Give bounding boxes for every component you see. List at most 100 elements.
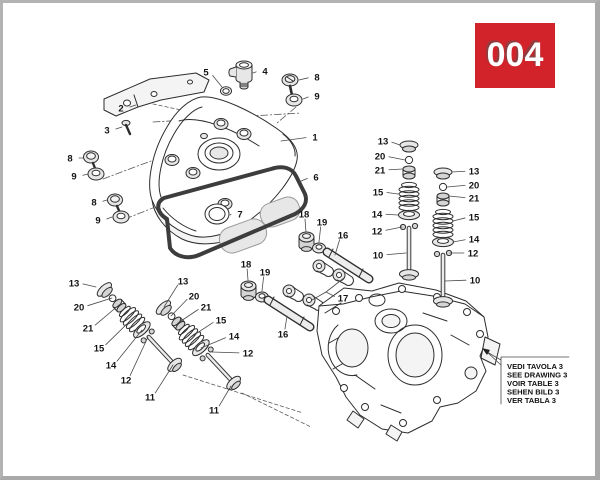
grommet-b [87,167,105,181]
leader-line-10 [444,279,467,282]
leader-line-15 [190,322,214,338]
callout-14: 14 [469,235,480,246]
note-line-1: VEDI TAVOLA 3 [507,362,563,371]
callout-14: 14 [372,210,383,221]
diagram-svg: VEDI TAVOLA 3 SEE DRAWING 3 VOIR TABLE 3… [67,60,570,442]
callout-15: 15 [94,344,105,355]
callout-3: 3 [104,126,109,137]
leader-line-21 [177,309,199,324]
leader-line-17 [325,291,335,297]
note-block: VEDI TAVOLA 3 SEE DRAWING 3 VOIR TABLE 3… [482,348,570,405]
cover-gasket [156,165,308,260]
leader-line-14 [116,329,143,362]
note-line-3: VOIR TABLE 3 [507,379,559,388]
cover-boss [164,118,252,210]
callout-20: 20 [375,152,386,163]
callout-15: 15 [469,213,480,224]
leader-line-15 [386,192,399,195]
leader-line-9 [106,216,113,220]
callout-15: 15 [373,188,384,199]
leader-line-7 [229,214,232,216]
leader-line-6 [298,178,308,183]
leader-line-16 [284,315,288,330]
rocker-shaft-a [322,247,374,284]
callout-8: 8 [314,73,319,84]
leader-line-15 [105,318,133,346]
callout-1: 1 [312,133,318,144]
leader-line-14 [200,337,226,349]
cover-bolt-c [107,193,123,215]
leader-line-12 [385,226,403,231]
leader-line-18 [304,218,307,233]
leader-line-20 [87,297,113,307]
callout-17: 17 [338,294,349,305]
valve-assembly-right-1 [399,141,420,280]
callout-18: 18 [299,210,310,221]
callout-10: 10 [470,276,481,287]
leader-line-19 [318,226,322,243]
leader-line-11 [154,364,174,394]
leader-line-12 [129,336,149,376]
leader-line-13 [451,170,466,173]
callout-12: 12 [243,349,254,360]
engine-case [316,282,501,442]
leader-line-13 [82,283,97,288]
leader-line-21 [388,168,404,171]
leader-line-9 [82,173,89,176]
valve-assembly-right-2 [433,168,454,307]
callout-19: 19 [260,268,271,279]
callout-13: 13 [378,137,389,148]
leader-line-21 [448,195,466,199]
leader-line-16 [334,239,341,256]
callout-21: 21 [469,194,480,205]
leader-line-5 [212,75,223,88]
callout-19: 19 [317,218,328,229]
valve-assembly-left-2 [153,297,245,394]
leader-line-11 [218,385,232,407]
o-ring [220,86,232,96]
callout-12: 12 [121,376,132,387]
callout-16: 16 [278,330,289,341]
callout-6: 6 [313,173,318,184]
callout-12: 12 [468,249,479,260]
table-number-badge: 004 [475,23,555,88]
callout-21: 21 [83,324,94,335]
callout-14: 14 [229,332,240,343]
note-line-4: SEHEN BILD 3 [507,388,559,397]
leader-line-21 [94,304,120,326]
callout-5: 5 [203,68,209,79]
leader-line-20 [446,184,466,188]
leader-line-2 [129,104,137,108]
leader-line-3 [115,126,123,130]
callout-14: 14 [106,361,117,372]
leader-line-10 [386,252,407,256]
rocker-shaft-b [263,295,315,332]
callout-2: 2 [118,104,123,115]
leader-line-13 [163,284,179,308]
grommet-c [112,210,130,224]
leader-line-13 [391,141,401,146]
callout-7: 7 [237,210,242,221]
leader-line-14 [385,213,399,216]
leader-line-18 [246,268,249,281]
leader-line-4 [252,71,257,74]
leader-line-20 [170,298,188,317]
callout-21: 21 [375,166,386,177]
callout-9: 9 [71,172,76,183]
callout-20: 20 [189,292,200,303]
callout-13: 13 [69,279,80,290]
callout-4: 4 [262,67,268,78]
leader-line-8 [102,199,108,202]
callout-11: 11 [209,406,220,417]
leader-line-20 [388,156,406,161]
leader-line-12 [211,351,240,354]
callout-8: 8 [67,154,72,165]
cover-bolt-b [83,150,99,173]
callout-20: 20 [469,181,480,192]
shaft-plug-a [298,231,315,252]
callout-9: 9 [95,216,100,227]
leader-line-19 [261,276,264,292]
leader-line-1 [280,137,307,142]
